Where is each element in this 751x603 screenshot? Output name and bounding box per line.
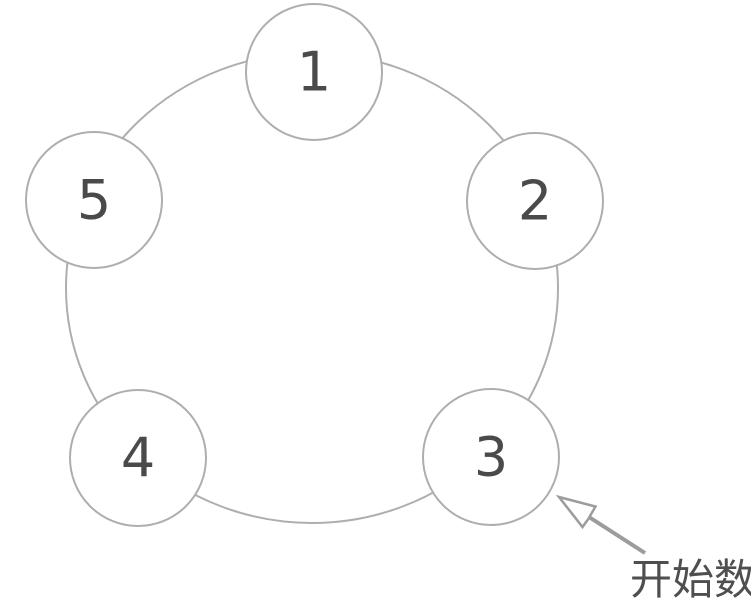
node-2-circle bbox=[466, 132, 604, 270]
node-3-label: 3 bbox=[474, 426, 508, 489]
node-1-label: 1 bbox=[297, 41, 331, 104]
node-4: 4 bbox=[69, 389, 207, 527]
node-1: 1 bbox=[245, 3, 383, 141]
node-5: 5 bbox=[25, 131, 163, 269]
start-arrow-head bbox=[555, 494, 598, 530]
start-arrow-shaft bbox=[587, 515, 647, 555]
start-annotation-label: 开始数 bbox=[630, 555, 751, 603]
node-1-circle bbox=[245, 3, 383, 141]
node-5-label: 5 bbox=[77, 169, 111, 232]
start-arrow bbox=[555, 494, 647, 555]
node-3: 3 bbox=[422, 388, 560, 526]
node-2: 2 bbox=[466, 132, 604, 270]
node-3-circle bbox=[422, 388, 560, 526]
node-4-label: 4 bbox=[121, 427, 155, 490]
node-5-circle bbox=[25, 131, 163, 269]
node-4-circle bbox=[69, 389, 207, 527]
node-2-label: 2 bbox=[518, 170, 552, 233]
